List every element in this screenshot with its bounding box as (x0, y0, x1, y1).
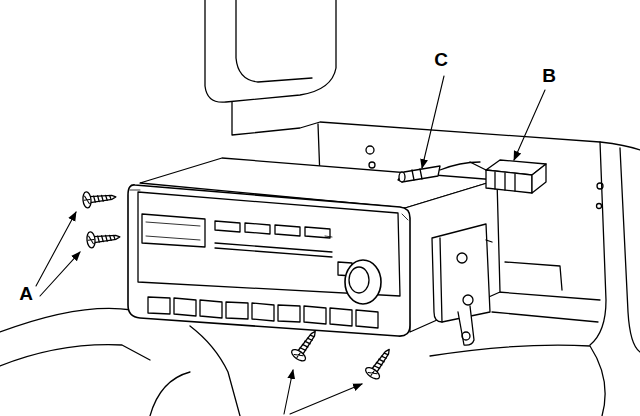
antenna-plug-part (412, 169, 422, 180)
radio-unit-part (128, 185, 410, 336)
leader-lines-part (284, 370, 293, 414)
leader-lines-part (36, 212, 76, 286)
leader-lines (36, 76, 545, 414)
antenna-plug-part (398, 166, 440, 182)
antenna-plug-part (399, 172, 405, 182)
radio-unit (128, 158, 500, 345)
radio-unit-part (463, 295, 473, 305)
wiring-connector-part (470, 162, 486, 170)
radio-unit-part (457, 253, 467, 263)
radio-unit-part (130, 190, 408, 220)
dashboard-part (236, 0, 312, 82)
radio-unit-part (462, 332, 470, 340)
dashboard-part (150, 372, 190, 416)
wiring-connector-part (532, 164, 546, 193)
radio-unit-part (148, 297, 378, 328)
antenna-plug-part (440, 162, 480, 170)
dashboard-part (620, 148, 640, 352)
radio-unit-part (440, 238, 492, 322)
mounting-screws-part (290, 327, 322, 363)
dashboard-part (430, 345, 605, 416)
radio-unit-part (345, 260, 381, 304)
wiring-connector-part (486, 170, 532, 193)
leader-lines-part (422, 76, 444, 168)
radio-unit-part (325, 236, 332, 237)
part-letter: B (540, 66, 558, 86)
mounting-screws-part (364, 345, 396, 381)
leader-lines-part (40, 252, 80, 296)
radio-unit-part (215, 221, 330, 238)
dashboard-part (492, 262, 600, 322)
radio-unit-part (405, 180, 500, 332)
leader-lines-part (290, 384, 362, 414)
wiring-connector-part (495, 172, 515, 191)
dashboard-part (190, 326, 240, 416)
mounting-screws-part (82, 189, 116, 208)
part-letter: C (432, 50, 450, 70)
leader-lines-part (514, 90, 545, 160)
wiring-connector (470, 160, 546, 193)
radio-unit-part (458, 306, 474, 345)
antenna-plug (398, 162, 480, 182)
dashboard-part (369, 162, 375, 168)
mounting-screws (82, 189, 396, 381)
dashboard-part (597, 183, 603, 189)
radio-unit-part (146, 222, 200, 240)
dashboard-part (366, 146, 374, 154)
radio-unit-part (215, 243, 332, 257)
dashboard-part (597, 204, 602, 209)
part-letter: A (17, 284, 35, 304)
dashboard-part (0, 308, 132, 332)
radio-unit-part (349, 267, 369, 293)
dashboard-part (205, 0, 336, 102)
dashboard-part (590, 142, 606, 345)
dashboard-part (0, 345, 150, 366)
mounting-screws-part (86, 229, 120, 248)
radio-unit-part (142, 214, 205, 247)
